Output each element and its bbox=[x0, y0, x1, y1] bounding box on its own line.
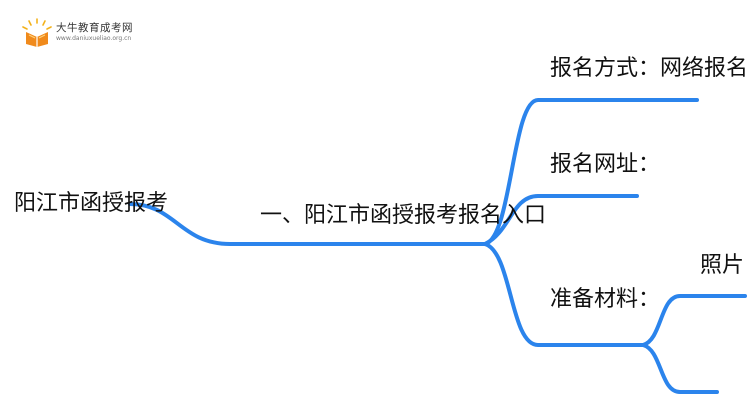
brand-name: 大牛教育成考网 bbox=[56, 22, 133, 34]
root-node: 阳江市函授报考 bbox=[14, 191, 169, 216]
brand-logo: 大牛教育成考网 www.daniuxueli​ao.org.cn bbox=[20, 18, 150, 48]
materials-node: 准备材料： bbox=[550, 287, 661, 312]
book-logo-icon bbox=[22, 18, 52, 47]
branch-node: 一、阳江市函授报考报名入口 bbox=[260, 203, 547, 228]
edge-branch-to-materials bbox=[483, 242, 645, 347]
edge-branch-to-website bbox=[483, 194, 639, 246]
edge-materials-to-blank bbox=[641, 343, 719, 394]
edge-root-to-branch bbox=[128, 202, 487, 246]
edge-materials-to-photo bbox=[641, 294, 747, 347]
photo-node: 照片 bbox=[700, 253, 745, 278]
brand-url: www.daniuxueli​ao.org.cn bbox=[56, 35, 132, 42]
method-node: 报名方式：网络报名 bbox=[550, 56, 749, 81]
website-node: 报名网址： bbox=[550, 152, 661, 177]
